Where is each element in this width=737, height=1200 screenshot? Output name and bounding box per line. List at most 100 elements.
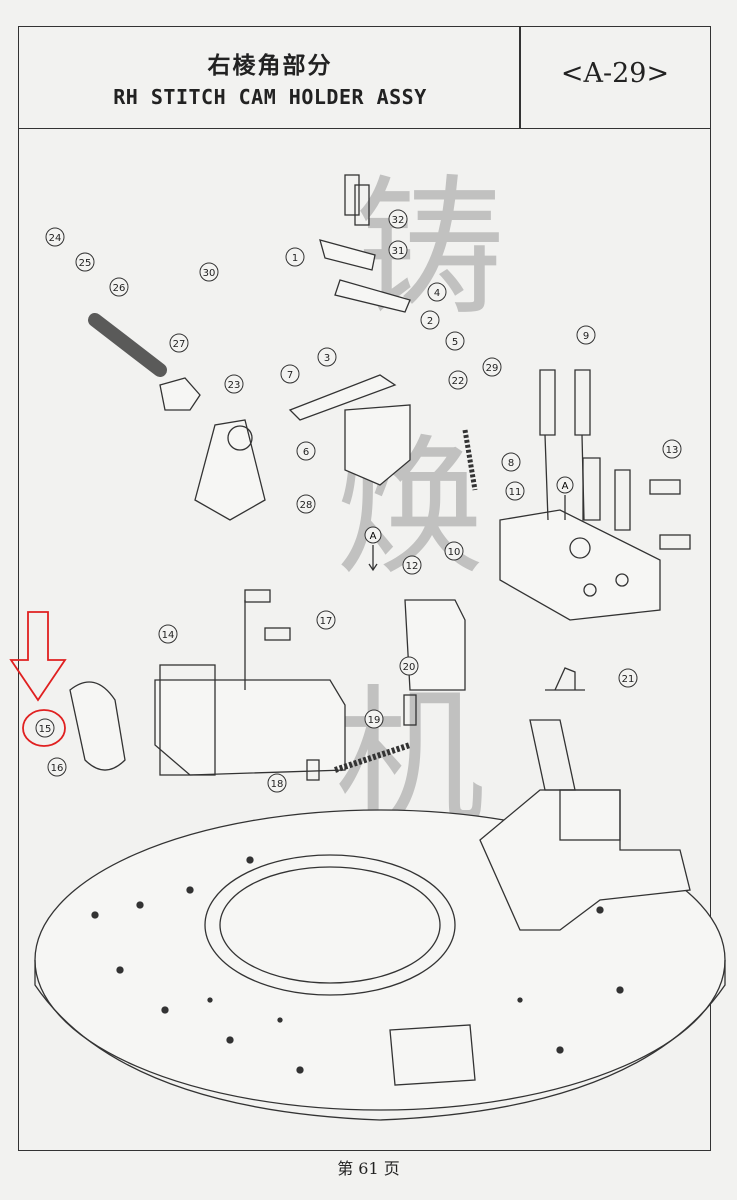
support-block — [499, 509, 661, 621]
screw — [354, 184, 370, 226]
screw — [403, 694, 417, 726]
callout-number: 21 — [622, 674, 635, 685]
adjust-spring — [88, 313, 167, 377]
callout-2: 2 — [420, 310, 440, 330]
datum-markers: A A — [364, 476, 574, 544]
callout-number: 12 — [406, 561, 419, 572]
plate-holes — [91, 856, 624, 1074]
callout-number: 18 — [271, 779, 284, 790]
part-callouts: 1 2 3 4 5 6 7 8 9 10 11 12 13 14 15 16 1… — [35, 209, 682, 793]
callout-number: 16 — [51, 763, 64, 774]
mounted-spring — [529, 719, 576, 791]
watermark-char: 铸 — [355, 162, 505, 336]
callout-19: 19 — [364, 709, 384, 729]
link-arm-2 — [334, 279, 411, 313]
callout-number: 32 — [392, 215, 405, 226]
callout-11: 11 — [505, 481, 525, 501]
callout-number: 24 — [49, 233, 62, 244]
title-divider — [519, 26, 521, 129]
callout-12: 12 — [402, 555, 422, 575]
callout-number: 23 — [228, 380, 241, 391]
callout-25: 25 — [75, 252, 95, 272]
callout-number: 30 — [203, 268, 216, 279]
callout-number: 17 — [320, 616, 333, 627]
page-code: <A-29> — [560, 58, 670, 89]
highlight-arrow-icon — [9, 611, 67, 702]
cam-holder-block — [344, 404, 411, 486]
callout-29: 29 — [482, 357, 502, 377]
screw — [545, 667, 585, 691]
callout-number: 8 — [508, 458, 514, 469]
callout-1: 1 — [285, 247, 305, 267]
callout-number: 9 — [583, 331, 589, 342]
callout-8: 8 — [501, 452, 521, 472]
datum-label: A — [370, 531, 377, 542]
ring-outer — [204, 854, 456, 996]
callout-32: 32 — [388, 209, 408, 229]
mounted-block — [559, 789, 621, 841]
callout-14: 14 — [158, 624, 178, 644]
datum-label: A — [562, 481, 569, 492]
callout-24: 24 — [45, 227, 65, 247]
holder-body — [154, 679, 346, 776]
highlight-circle — [22, 709, 66, 747]
screw — [264, 627, 291, 641]
callout-27: 27 — [169, 333, 189, 353]
callout-4: 4 — [427, 282, 447, 302]
nut — [159, 377, 201, 411]
callout-number: 22 — [452, 376, 465, 387]
callout-number: 6 — [303, 447, 309, 458]
callout-23: 23 — [224, 374, 244, 394]
ring-inner — [219, 866, 441, 984]
highlight-annotation — [9, 611, 67, 747]
callout-22: 22 — [448, 370, 468, 390]
callout-21: 21 — [618, 668, 638, 688]
callout-number: 31 — [392, 246, 405, 257]
screw — [244, 589, 271, 603]
callout-13: 13 — [662, 439, 682, 459]
callout-number: 14 — [162, 630, 175, 641]
plate-slot — [389, 1024, 476, 1086]
stitch-cam — [69, 681, 126, 771]
callout-number: 10 — [448, 547, 461, 558]
callout-26: 26 — [109, 277, 129, 297]
page-footer: 第 61 页 — [337, 1159, 400, 1178]
screw — [344, 174, 360, 216]
callout-number: 1 — [292, 253, 298, 264]
callout-number: 7 — [287, 370, 293, 381]
callout-number: 5 — [452, 337, 458, 348]
screw — [659, 534, 691, 550]
callout-3: 3 — [317, 347, 337, 367]
callout-number: 3 — [324, 353, 330, 364]
tension-spring — [334, 742, 411, 773]
callout-10: 10 — [444, 541, 464, 561]
bolt — [614, 469, 631, 531]
callout-number: 27 — [173, 339, 186, 350]
title-block — [18, 26, 711, 129]
callout-number: 28 — [300, 500, 313, 511]
link-arm — [319, 239, 376, 271]
title-chinese: 右棱角部分 — [207, 52, 333, 79]
screw — [649, 479, 681, 495]
callout-number: 19 — [368, 715, 381, 726]
callout-number: 2 — [427, 316, 433, 327]
cam-plate — [404, 599, 466, 691]
callout-number: 26 — [113, 283, 126, 294]
callout-number: 11 — [509, 487, 522, 498]
line-art — [34, 174, 726, 1121]
bolt — [539, 369, 556, 521]
callout-28: 28 — [296, 494, 316, 514]
callout-9: 9 — [576, 325, 596, 345]
callout-number: 15 — [39, 724, 52, 735]
base-plate-edge — [34, 960, 726, 1121]
callout-20: 20 — [399, 656, 419, 676]
callout-15: 15 — [35, 718, 55, 738]
title-english: RH STITCH CAM HOLDER ASSY — [113, 85, 427, 109]
lever — [288, 374, 397, 421]
callout-31: 31 — [388, 240, 408, 260]
callout-6: 6 — [296, 441, 316, 461]
callout-number: 29 — [486, 363, 499, 374]
callout-30: 30 — [199, 262, 219, 282]
callout-5: 5 — [445, 331, 465, 351]
